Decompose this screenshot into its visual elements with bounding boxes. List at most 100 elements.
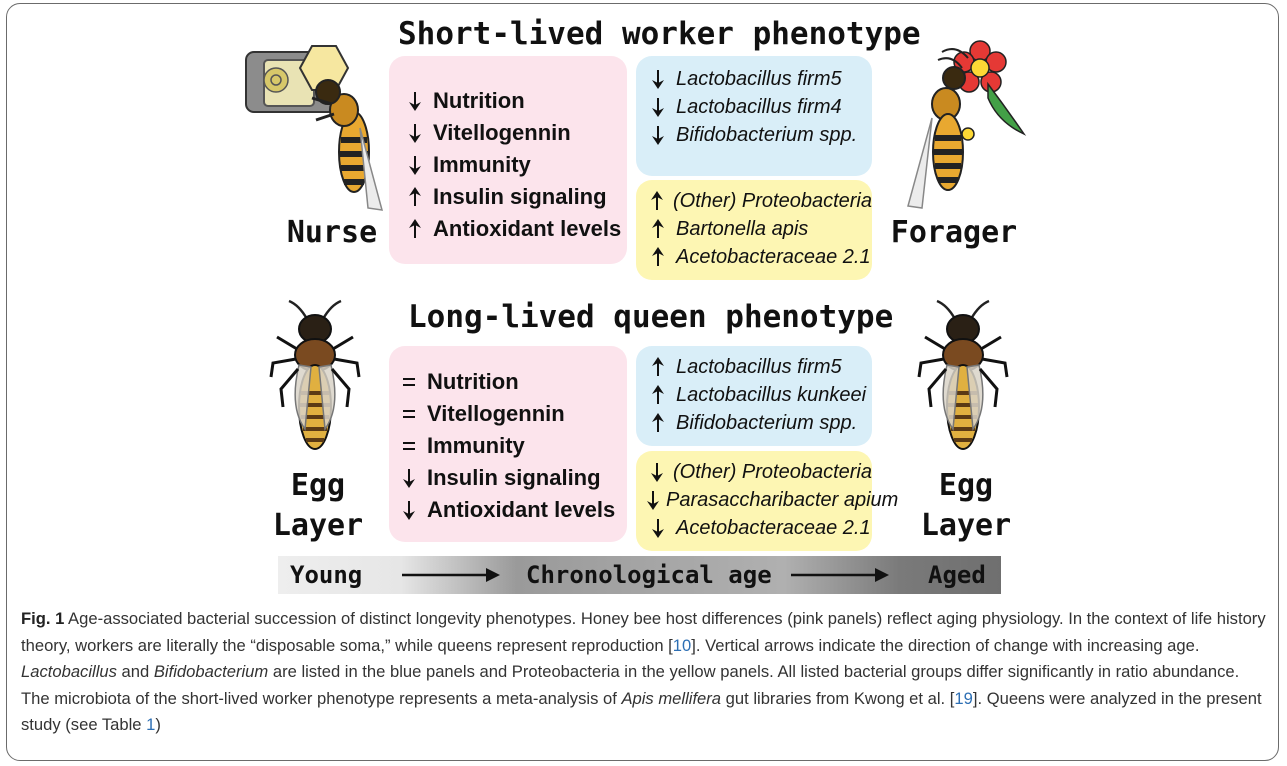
queen-phenotype-heading: Long-lived queen phenotype [408,299,893,335]
arrow-down-icon [646,462,667,482]
queen-left-illustration [265,297,365,462]
figure-caption: Fig. 1 Age-associated bacterial successi… [21,606,1269,739]
arrow-down-icon [646,97,670,117]
panel-row-text: Acetobacteraceae 2.1 [676,246,871,269]
panel-row: Bifidobacterium spp. [646,121,872,149]
age-young-label: Young [290,556,362,594]
panel-row-text: Bifidobacterium spp. [676,124,857,147]
panel-row-text: (Other) Proteobacteria [673,190,872,213]
panel-row: Immunity [403,149,627,181]
panel-row: Lactobacillus firm4 [646,93,872,121]
arrow-up-icon [646,357,670,377]
panel-row-text: Antioxidant levels [433,216,621,242]
citation-link-10[interactable]: 10 [673,636,691,655]
panel-row: (Other) Proteobacteria [646,187,872,215]
panel-row: Antioxidant levels [397,494,627,526]
arrow-down-icon [646,518,670,538]
panel-row-text: Bartonella apis [676,218,808,241]
arrow-down-icon [646,69,670,89]
arrow-down-icon [397,500,421,520]
panel-row: Nutrition [403,85,627,117]
arrow-up-icon [403,187,427,207]
arrow-up-icon [646,413,670,433]
nurse-bee-illustration [242,40,392,220]
arrow-down-icon [403,91,427,111]
equals-icon [397,372,421,392]
panel-row: Acetobacteraceae 2.1 [646,514,872,542]
egg-layer-right-word1: Egg [906,466,1026,506]
egg-layer-right-label: Egg Layer [906,466,1026,546]
arrow-down-icon [646,125,670,145]
panel-row-text: Bifidobacterium spp. [676,412,857,435]
caption-text-7: ) [155,715,161,734]
arrow-up-icon [403,219,427,239]
caption-text-2: ]. Vertical arrows indicate the directio… [691,636,1199,655]
citation-link-19[interactable]: 19 [954,689,972,708]
forager-label: Forager [884,213,1024,253]
egg-layer-left-word1: Egg [258,466,378,506]
panel-row-text: Nutrition [433,88,525,114]
panel-row: Acetobacteraceae 2.1 [646,243,872,271]
table-link-1[interactable]: 1 [146,715,155,734]
age-aged-label: Aged [928,556,986,594]
arrow-up-icon [646,219,670,239]
arrow-down-icon [646,490,660,510]
nurse-label: Nurse [262,213,402,253]
age-chronological-label: Chronological age [526,556,772,594]
panel-row-text: Antioxidant levels [427,497,615,523]
panel-row-text: Immunity [427,433,525,459]
caption-text-5: gut libraries from Kwong et al. [ [721,689,954,708]
panel-row: Lactobacillus kunkeei [646,381,872,409]
panel-row-text: Lactobacillus firm5 [676,356,842,379]
panel-row: Vitellogennin [397,398,627,430]
panel-row: Bartonella apis [646,215,872,243]
egg-layer-right-word2: Layer [906,506,1026,546]
panel-row: Lactobacillus firm5 [646,353,872,381]
panel-row-text: Insulin signaling [427,465,601,491]
egg-layer-left-label: Egg Layer [258,466,378,546]
panel-row-text: (Other) Proteobacteria [673,461,872,484]
panel-row: Bifidobacterium spp. [646,409,872,437]
panel-row: Lactobacillus firm5 [646,65,872,93]
arrow-down-icon [403,123,427,143]
arrow-right-icon [791,556,891,594]
egg-layer-left-word2: Layer [258,506,378,546]
arrow-right-icon [402,556,502,594]
panel-row-text: Parasaccharibacter apium [666,489,898,512]
arrow-up-icon [646,191,667,211]
caption-lactobacillus: Lactobacillus [21,662,117,681]
panel-row: Vitellogennin [403,117,627,149]
caption-bifidobacterium: Bifidobacterium [154,662,268,681]
panel-row-text: Vitellogennin [427,401,565,427]
panel-row-text: Acetobacteraceae 2.1 [676,517,871,540]
panel-row-text: Vitellogennin [433,120,571,146]
equals-icon [397,404,421,424]
panel-row: Immunity [397,430,627,462]
arrow-up-icon [646,247,670,267]
equals-icon [397,436,421,456]
worker-phenotype-heading: Short-lived worker phenotype [398,16,921,52]
chronological-age-bar: Young Chronological age Aged [278,556,1001,594]
panel-row: (Other) Proteobacteria [646,458,872,486]
panel-row-text: Immunity [433,152,531,178]
caption-label: Fig. 1 [21,609,64,628]
panel-row: Insulin signaling [397,462,627,494]
panel-row-text: Insulin signaling [433,184,607,210]
panel-row-text: Lactobacillus firm4 [676,96,842,119]
panel-row-text: Lactobacillus firm5 [676,68,842,91]
arrow-down-icon [403,155,427,175]
panel-row: Insulin signaling [403,181,627,213]
arrow-down-icon [397,468,421,488]
panel-row: Nutrition [397,366,627,398]
forager-bee-illustration [902,38,1032,218]
panel-row: Antioxidant levels [403,213,627,245]
panel-row-text: Lactobacillus kunkeei [676,384,866,407]
caption-apis-mellifera: Apis mellifera [621,689,721,708]
caption-text-3: and [117,662,154,681]
